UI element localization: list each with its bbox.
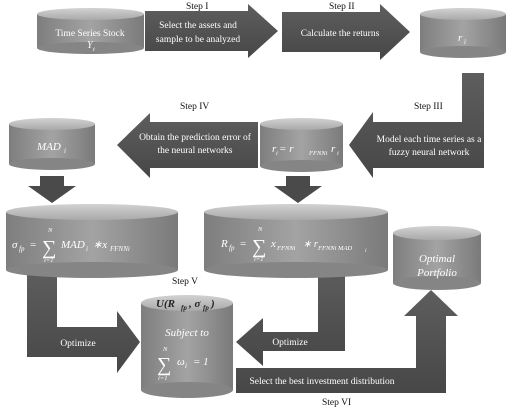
arrow-calculate-returns-label: Calculate the returns <box>301 29 380 39</box>
r-sum-sign: ∑ <box>252 236 266 258</box>
constraint-sum-top: N <box>162 346 168 353</box>
svg-text:=: = <box>30 239 36 251</box>
step-label-1: Step I <box>186 2 208 12</box>
fnn-model-tail: r <box>331 143 336 155</box>
r-lhs-sub: fp <box>229 244 235 252</box>
cylinder-returns: r i <box>420 8 506 58</box>
stock-symbol-sub: t <box>93 46 95 53</box>
mad-symbol: MAD <box>36 141 61 153</box>
r-sum-bottom: i=1 <box>254 256 263 263</box>
constraint-sum-bottom: i=1 <box>158 375 167 382</box>
constraint-omega: ω <box>177 356 185 368</box>
r-mult-sub2: i <box>365 248 367 254</box>
r-mult-sub: FFNNi MAD <box>317 245 352 252</box>
r-rhs: x <box>270 238 276 250</box>
returns-symbol-sub: i <box>464 38 466 46</box>
fnn-model-formula: r = r <box>272 143 294 155</box>
arrow-optimize-left: Optimize <box>27 267 140 373</box>
returns-symbol: r <box>458 32 463 44</box>
arrow-select-assets: Select the assets and sample to be analy… <box>145 4 278 58</box>
step-label-4: Step IV <box>180 102 209 112</box>
utility-mid: , σ <box>188 298 202 310</box>
step-label-2: Step II <box>329 2 355 12</box>
arrow-prediction-error-line1: Obtain the prediction error of <box>139 132 252 143</box>
arrow-prediction-error-line2: the neural networks <box>158 146 233 156</box>
arrow-best-distribution: Select the best investment distribution <box>236 290 458 393</box>
arrow-model-fnn-line1: Model each time series as a <box>377 135 483 145</box>
fnn-model-sub-ffnn: FFNNi <box>308 150 328 157</box>
sigma-sum-top: N <box>47 227 53 234</box>
sigma-lhs: σ <box>12 239 18 251</box>
cylinder-utility: U(R fp , σ fp ) Subject to ∑ N i=1 ω i =… <box>141 295 233 398</box>
arrow-prediction-error: Obtain the prediction error of the neura… <box>117 113 258 178</box>
optimal-line1: Optimal <box>419 253 455 265</box>
fnn-model-tail-sub: i <box>337 150 339 157</box>
sigma-lhs-sub: fp <box>19 245 25 253</box>
step-label-6: Step VI <box>322 398 351 408</box>
cylinder-r-fp: R fp = ∑ N i=1 x FFNNi ∗ r FFNNi MAD i <box>204 204 388 278</box>
sigma-rhs-sub: i <box>86 245 88 253</box>
svg-text:=: = <box>240 238 246 250</box>
stock-symbol: Y <box>87 40 94 51</box>
fnn-model-sub-i: i <box>276 150 278 157</box>
cylinder-optimal-portfolio: Optimal Portfolio <box>393 226 481 290</box>
arrow-select-assets-line2: sample to be analyzed <box>156 35 240 45</box>
arrow-optimize-right-label: Optimize <box>272 338 307 348</box>
step-label-5: Step V <box>172 277 198 287</box>
r-lhs: R <box>220 238 228 250</box>
r-sum-top: N <box>257 226 263 233</box>
sigma-sum-bottom: i=1 <box>44 257 53 264</box>
utility-end: ) <box>210 298 215 310</box>
sigma-rhs: MAD <box>60 239 85 251</box>
sigma-mult-sub: FFNNi <box>109 245 130 253</box>
arrow-down-left <box>28 176 76 203</box>
utility-fn: U(R <box>156 298 175 310</box>
constraint-eq: = 1 <box>193 356 209 368</box>
arrow-best-distribution-label: Select the best investment distribution <box>249 377 394 387</box>
arrow-calculate-returns: Calculate the returns <box>282 4 410 60</box>
cylinder-sigma-fp: σ fp = ∑ N i=1 MAD i ∗x FFNNi <box>6 204 178 278</box>
r-mult: ∗ r <box>303 239 318 250</box>
sigma-sum-sign: ∑ <box>42 237 56 259</box>
arrow-model-fnn-line2: fuzzy neural network <box>389 147 470 158</box>
constraint-omega-sub: i <box>185 362 187 370</box>
constraint-sum-sign: ∑ <box>157 354 171 376</box>
sigma-mult: ∗x <box>93 239 107 251</box>
utility-sub2: fp <box>203 304 209 312</box>
arrow-optimize-left-label: Optimize <box>60 339 95 349</box>
mad-symbol-sub: i <box>64 147 66 155</box>
arrow-select-assets-line1: Select the assets and <box>159 21 237 31</box>
arrow-model-fnn: Model each time series as a fuzzy neural… <box>349 73 484 178</box>
utility-sub1: fp <box>181 304 187 312</box>
cylinder-fnn-model: r = r i FFNNi r i <box>260 118 343 172</box>
stock-label: Time Series Stock <box>55 29 125 39</box>
cylinder-time-series-stock: Time Series Stock Y t <box>37 8 144 54</box>
arrow-down-right <box>274 176 322 203</box>
subject-to: Subject to <box>165 327 209 339</box>
r-rhs-sub: FFNNi <box>276 245 296 252</box>
cylinder-mad: MAD i <box>9 118 95 170</box>
step-label-3: Step III <box>414 102 443 112</box>
optimal-line2: Portfolio <box>416 267 457 279</box>
arrow-optimize-right: Optimize <box>236 262 345 366</box>
